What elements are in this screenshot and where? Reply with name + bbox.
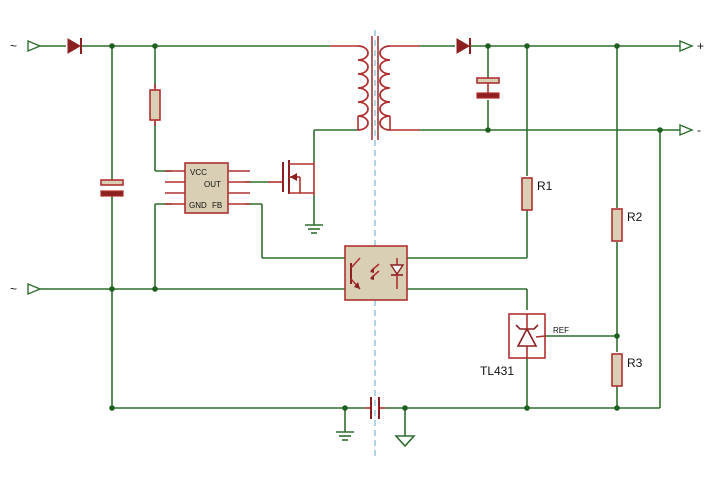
ic-pin-vcc-label: VCC	[190, 168, 207, 177]
pwm-controller-ic: VCC OUT GND FB	[165, 162, 250, 214]
tl431-shunt-regulator: REF TL431	[480, 313, 569, 378]
output-filter-capacitor	[476, 77, 500, 99]
ac-input-bottom-label: ~	[10, 282, 17, 296]
ac-input-terminal-top: ~	[10, 39, 42, 53]
resistor-r1: R1	[521, 177, 553, 211]
input-filter-capacitor	[100, 179, 124, 197]
primary-ground-symbol	[336, 431, 354, 441]
input-rectifier-diode	[67, 38, 82, 54]
dc-output-negative-label: -	[697, 123, 701, 137]
flyback-transformer	[357, 36, 391, 140]
junction-dots	[109, 43, 663, 411]
ic-pin-fb-label: FB	[212, 201, 222, 210]
tl431-ref-label: REF	[553, 326, 569, 335]
switching-mosfet	[268, 160, 315, 195]
ic-pin-out-label: OUT	[204, 180, 221, 189]
r3-label: R3	[627, 356, 643, 370]
primary-wiring	[40, 45, 660, 432]
r2-label: R2	[627, 210, 643, 224]
y-capacitor	[365, 397, 385, 419]
secondary-wiring	[390, 45, 680, 436]
dc-output-terminal-positive: +	[679, 39, 704, 53]
resistor-r2: R2	[611, 208, 643, 242]
output-rectifier-diode	[456, 38, 471, 54]
resistor-r3: R3	[611, 353, 643, 387]
tl431-label: TL431	[480, 364, 514, 378]
dc-output-terminal-negative: -	[679, 123, 701, 137]
dc-output-positive-label: +	[697, 39, 704, 53]
startup-resistor	[149, 84, 161, 126]
ac-input-terminal-bottom: ~	[10, 282, 42, 296]
ac-input-top-label: ~	[10, 39, 17, 53]
r1-label: R1	[537, 179, 553, 193]
mosfet-ground-symbol	[305, 224, 323, 234]
optocoupler	[344, 245, 408, 301]
ic-pin-gnd-label: GND	[189, 201, 207, 210]
secondary-ground-symbol	[394, 435, 416, 448]
